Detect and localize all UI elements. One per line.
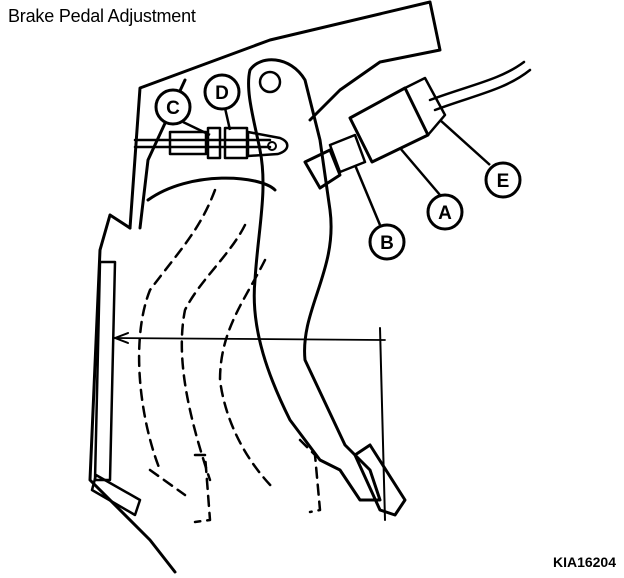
lock-nut xyxy=(328,133,367,174)
callout-c: C xyxy=(154,88,192,126)
figure-code: KIA16204 xyxy=(552,554,616,570)
stopper xyxy=(303,148,342,190)
svg-text:E: E xyxy=(497,171,510,192)
pedal-arm xyxy=(247,58,382,502)
svg-text:B: B xyxy=(380,233,394,254)
svg-text:A: A xyxy=(438,203,452,224)
callout-a: A xyxy=(426,193,464,231)
diagram-title: Brake Pedal Adjustment xyxy=(8,6,196,26)
callout-b: B xyxy=(368,223,406,261)
callout-e: E xyxy=(484,161,522,199)
measurement-line xyxy=(114,337,386,341)
support-wall xyxy=(88,213,177,574)
svg-text:C: C xyxy=(166,98,180,119)
svg-text:D: D xyxy=(215,83,229,104)
pedal-pivot xyxy=(258,70,282,94)
pedal-pad xyxy=(353,443,407,517)
callout-d: D xyxy=(203,73,241,111)
switch-wires xyxy=(428,60,532,112)
bracket-outline xyxy=(128,0,442,230)
